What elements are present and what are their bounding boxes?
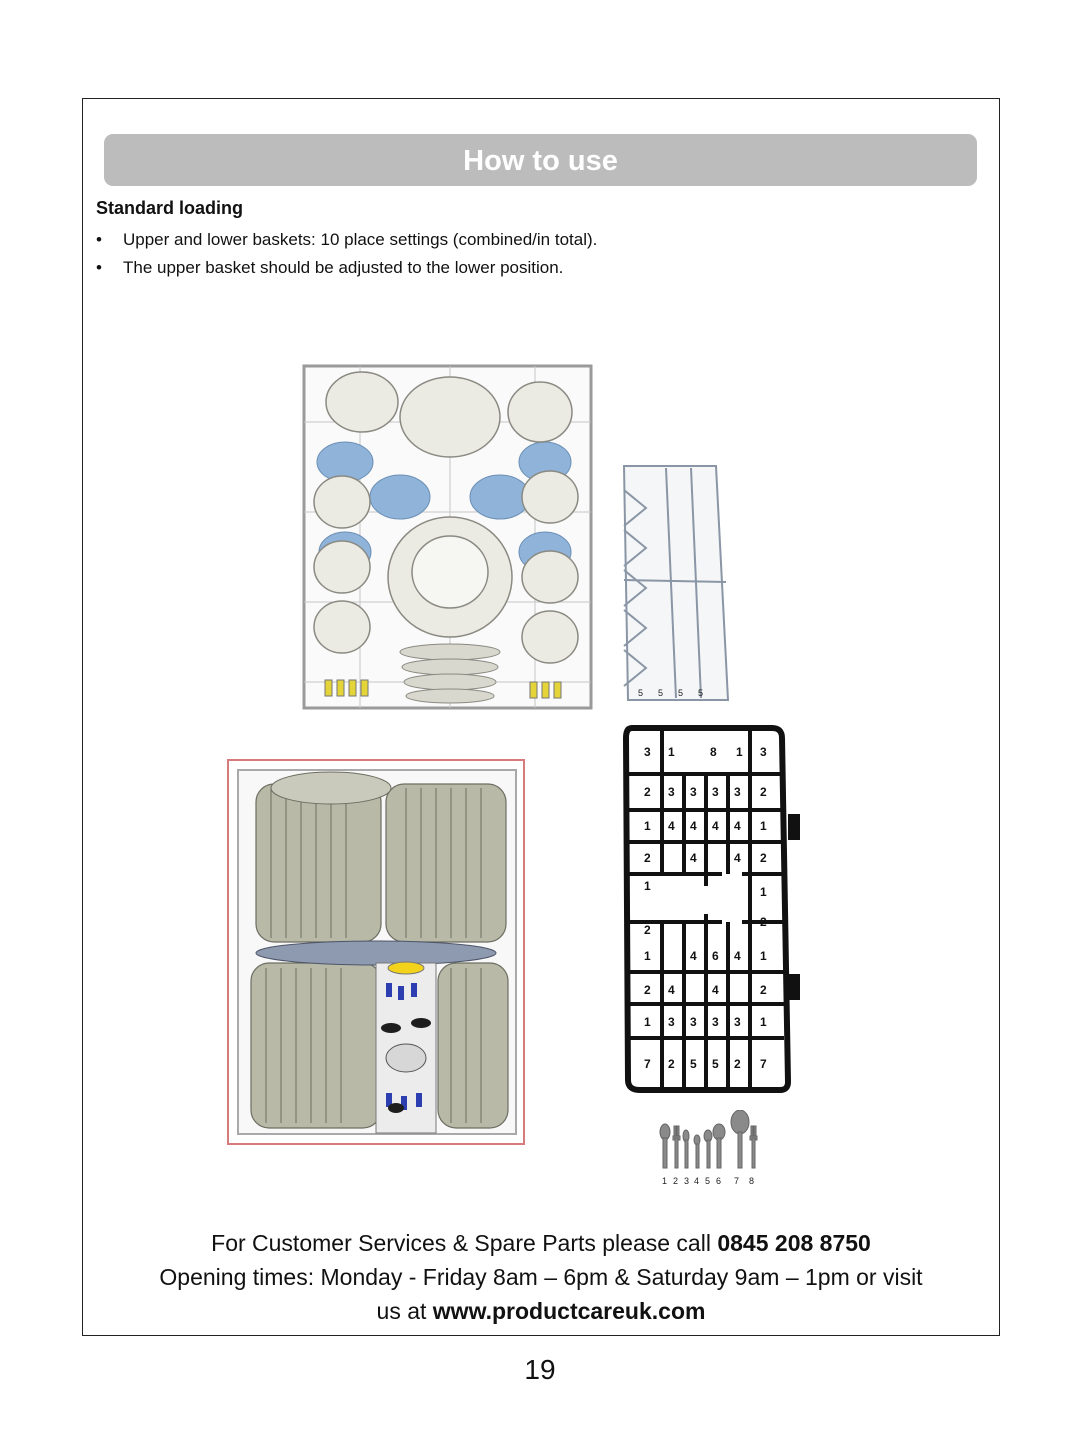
phone-number: 0845 208 8750 — [717, 1230, 871, 1256]
cutlery-basket-diagram: 3 1 8 1 3 2 3 3 3 3 2 1 4 4 4 4 1 2 4 4 … — [622, 725, 800, 1093]
cell-number: 8 — [710, 745, 717, 759]
legend-label: 7 — [734, 1176, 739, 1186]
shelf-label: 5 — [638, 688, 643, 698]
cell-number: 2 — [644, 923, 651, 937]
legend-label: 5 — [705, 1176, 710, 1186]
cell-number: 2 — [760, 851, 767, 865]
cell-number: 6 — [712, 949, 719, 963]
legend-label: 6 — [716, 1176, 721, 1186]
cell-number: 3 — [734, 785, 741, 799]
cell-number: 4 — [734, 949, 741, 963]
page-title: How to use — [463, 145, 618, 177]
instruction-list: •Upper and lower baskets: 10 place setti… — [96, 228, 597, 284]
cell-number: 2 — [644, 785, 651, 799]
lower-basket-illustration — [227, 759, 525, 1145]
cell-number: 2 — [644, 851, 651, 865]
cell-number: 4 — [712, 983, 719, 997]
cell-number: 3 — [690, 785, 697, 799]
shelf-label: 5 — [678, 688, 683, 698]
cell-number: 5 — [712, 1057, 719, 1071]
cell-number: 1 — [668, 745, 675, 759]
cell-number: 2 — [760, 983, 767, 997]
cell-number: 3 — [712, 785, 719, 799]
cell-number: 2 — [760, 785, 767, 799]
section-banner: How to use — [104, 134, 977, 186]
cell-number: 4 — [690, 851, 697, 865]
list-item: •The upper basket should be adjusted to … — [96, 258, 564, 277]
cell-number: 4 — [668, 983, 675, 997]
shelf-label: 5 — [698, 688, 703, 698]
cell-number: 1 — [760, 885, 767, 899]
cell-number: 3 — [760, 745, 767, 759]
cell-number: 3 — [734, 1015, 741, 1029]
website-link[interactable]: www.productcareuk.com — [432, 1298, 706, 1324]
section-heading: Standard loading — [96, 198, 244, 218]
legend-label: 3 — [684, 1176, 689, 1186]
footer-line-3: us at www.productcareuk.com — [376, 1298, 706, 1324]
cell-number: 1 — [644, 1015, 651, 1029]
cell-number: 1 — [760, 949, 767, 963]
cell-number: 2 — [668, 1057, 675, 1071]
page-number: 19 — [524, 1354, 556, 1385]
page-frame — [82, 98, 1000, 1336]
cell-number: 7 — [644, 1057, 651, 1071]
cell-number: 3 — [690, 1015, 697, 1029]
cell-number: 1 — [736, 745, 743, 759]
cell-number: 4 — [690, 819, 697, 833]
footer-line-2: Opening times: Monday - Friday 8am – 6pm… — [159, 1264, 923, 1290]
cell-number: 4 — [734, 819, 741, 833]
footer-line-1: For Customer Services & Spare Parts plea… — [211, 1230, 871, 1256]
upper-basket-illustration — [302, 364, 593, 710]
cell-number: 3 — [668, 785, 675, 799]
legend-label: 8 — [749, 1176, 754, 1186]
cell-number: 2 — [760, 915, 767, 929]
cell-number: 3 — [668, 1015, 675, 1029]
cell-number: 3 — [644, 745, 651, 759]
list-item: •Upper and lower baskets: 10 place setti… — [96, 230, 598, 249]
cell-number: 1 — [644, 879, 651, 893]
cell-number: 4 — [690, 949, 697, 963]
legend-label: 2 — [673, 1176, 678, 1186]
cell-number: 2 — [644, 983, 651, 997]
cutlery-types-legend: 1 2 3 4 5 6 7 8 — [659, 1110, 758, 1186]
cell-number: 1 — [760, 1015, 767, 1029]
cell-number: 2 — [734, 1057, 741, 1071]
cell-number: 4 — [712, 819, 719, 833]
cell-number: 3 — [712, 1015, 719, 1029]
cell-number: 7 — [760, 1057, 767, 1071]
cell-number: 4 — [668, 819, 675, 833]
cell-number: 5 — [690, 1057, 697, 1071]
legend-label: 1 — [662, 1176, 667, 1186]
cup-shelf-illustration: 5 5 5 5 — [622, 465, 730, 701]
legend-label: 4 — [694, 1176, 699, 1186]
shelf-label: 5 — [658, 688, 663, 698]
cell-number: 1 — [644, 819, 651, 833]
cell-number: 1 — [644, 949, 651, 963]
cell-number: 4 — [734, 851, 741, 865]
cell-number: 1 — [760, 819, 767, 833]
